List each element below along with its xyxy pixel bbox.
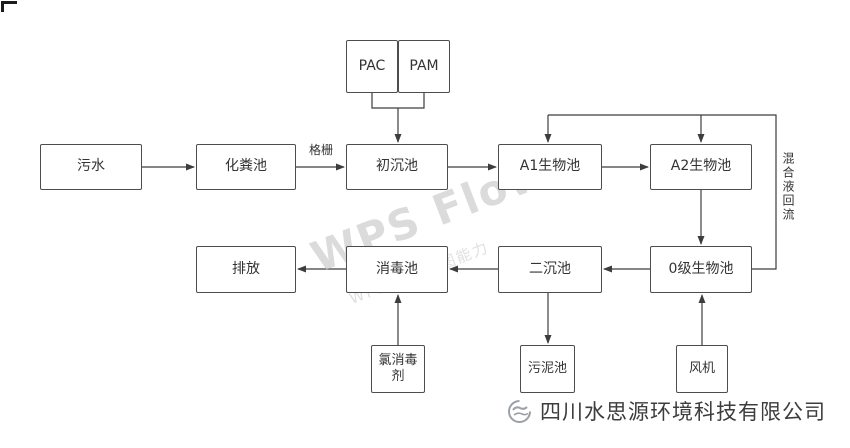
connector-reflux-main bbox=[548, 114, 777, 270]
company-logo-icon bbox=[508, 399, 531, 423]
node-blower: 风机 bbox=[676, 345, 728, 393]
node-pac: PAC bbox=[346, 40, 398, 93]
node-primary-sedimentation: 初沉池 bbox=[346, 144, 448, 190]
node-a2-bio-tank: A2生物池 bbox=[650, 144, 752, 190]
node-level0-bio-tank: 0级生物池 bbox=[650, 246, 752, 293]
company-name: 四川水思源环境科技有限公司 bbox=[540, 400, 826, 424]
node-chlorine-disinfectant: 氯消毒剂 bbox=[371, 345, 425, 393]
connector-pac-pam-merge bbox=[371, 93, 425, 109]
node-sludge-tank: 污泥池 bbox=[520, 345, 575, 393]
node-a1-bio-tank: A1生物池 bbox=[498, 144, 602, 190]
company-footer: 四川水思源环境科技有限公司 bbox=[506, 396, 826, 426]
label-mixed-liquor-reflux: 混合液回流 bbox=[781, 152, 795, 222]
label-grid-screen: 格栅 bbox=[308, 143, 333, 157]
corner-mark bbox=[1, 1, 17, 12]
node-septic-tank: 化粪池 bbox=[196, 144, 296, 190]
node-disinfection-tank: 消毒池 bbox=[346, 246, 448, 293]
node-pam: PAM bbox=[398, 40, 450, 93]
node-discharge: 排放 bbox=[196, 246, 296, 293]
node-secondary-sedimentation: 二沉池 bbox=[498, 246, 602, 293]
node-sewage: 污水 bbox=[40, 144, 142, 190]
